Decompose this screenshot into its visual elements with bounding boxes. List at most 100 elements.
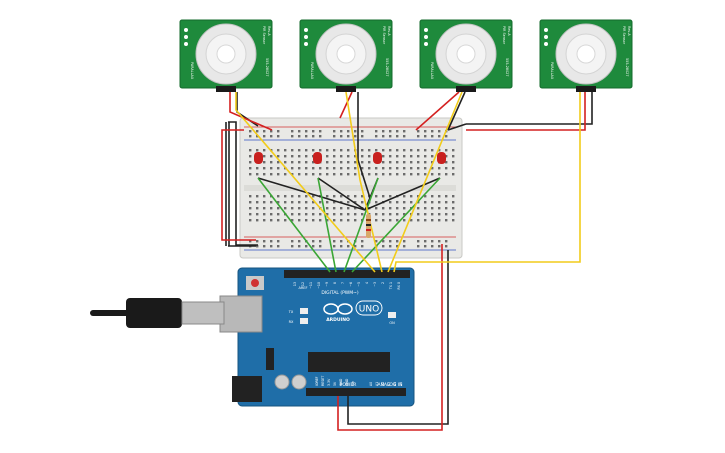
- breadboard-hole: [270, 207, 273, 210]
- wire-black-sensor4-gnd: [466, 92, 593, 125]
- rail-hole: [298, 240, 301, 243]
- pir-mount-hole: [184, 42, 188, 46]
- breadboard-hole: [417, 207, 420, 210]
- breadboard-hole: [249, 161, 252, 164]
- breadboard-hole: [347, 195, 350, 198]
- rail-hole: [417, 240, 420, 243]
- breadboard-hole: [445, 213, 448, 216]
- breadboard-hole: [445, 219, 448, 222]
- breadboard-hole: [445, 173, 448, 176]
- breadboard-hole: [263, 149, 266, 152]
- breadboard-hole: [291, 149, 294, 152]
- breadboard-hole: [326, 149, 329, 152]
- breadboard-hole: [431, 213, 434, 216]
- rail-hole: [431, 240, 434, 243]
- breadboard-hole: [256, 213, 259, 216]
- wire-yellow-sensor4: [393, 92, 581, 273]
- rail-hole: [340, 245, 343, 248]
- led-tx: [300, 308, 308, 314]
- breadboard-hole: [305, 219, 308, 222]
- rail-hole: [312, 245, 315, 248]
- breadboard-hole: [424, 173, 427, 176]
- digital-pin-label: ~11: [309, 282, 313, 289]
- breadboard-hole: [375, 149, 378, 152]
- rail-hole: [424, 245, 427, 248]
- breadboard-hole: [256, 207, 259, 210]
- rail-hole: [340, 130, 343, 133]
- led-4[interactable]: [437, 152, 446, 164]
- breadboard-hole: [438, 201, 441, 204]
- breadboard-hole: [347, 207, 350, 210]
- resistor[interactable]: [366, 214, 371, 238]
- rail-hole: [277, 130, 280, 133]
- arduino-brand: ARDUINO: [326, 317, 350, 323]
- breadboard-hole: [424, 207, 427, 210]
- rail-hole: [347, 245, 350, 248]
- breadboard-hole: [382, 161, 385, 164]
- breadboard-hole: [431, 149, 434, 152]
- usb-plug-metal: [181, 301, 225, 325]
- breadboard-hole: [452, 161, 455, 164]
- digital-label: DIGITAL (PWM~): [321, 290, 359, 296]
- analog-label: ANALOG IN: [377, 382, 402, 388]
- capacitor-1: [274, 374, 290, 390]
- led-3[interactable]: [373, 152, 382, 164]
- breadboard-hole: [354, 201, 357, 204]
- breadboard-hole: [298, 167, 301, 170]
- breadboard-hole: [326, 155, 329, 158]
- digital-pin-label: ~3: [373, 282, 377, 287]
- led-on: [388, 312, 396, 318]
- breadboard-hole: [277, 173, 280, 176]
- rail-hole: [277, 135, 280, 138]
- breadboard-hole: [354, 161, 357, 164]
- power-pin-label: Vin: [351, 381, 355, 386]
- breadboard-hole: [298, 161, 301, 164]
- breadboard-hole: [298, 173, 301, 176]
- breadboard[interactable]: [239, 117, 463, 259]
- rail-hole: [298, 130, 301, 133]
- pir-side-label: PIR Sensor: [622, 26, 626, 45]
- breadboard-hole: [249, 155, 252, 158]
- rail-hole: [270, 240, 273, 243]
- breadboard-hole: [319, 219, 322, 222]
- breadboard-hole: [305, 173, 308, 176]
- rail-hole: [354, 135, 357, 138]
- rail-hole: [347, 130, 350, 133]
- breadboard-hole: [368, 149, 371, 152]
- breadboard-hole: [410, 161, 413, 164]
- breadboard-hole: [354, 167, 357, 170]
- breadboard-hole: [368, 161, 371, 164]
- breadboard-hole: [270, 155, 273, 158]
- analog-pin-label: A4: [393, 382, 397, 386]
- rail-hole: [291, 130, 294, 133]
- breadboard-hole: [354, 219, 357, 222]
- arduino-uno[interactable]: UNO ARDUINO DIGITAL (PWM~) POWER ANALOG …: [219, 267, 415, 407]
- pir-header: [456, 86, 476, 92]
- rail-hole: [305, 135, 308, 138]
- breadboard-hole: [347, 201, 350, 204]
- led-1[interactable]: [254, 152, 263, 164]
- breadboard-hole: [340, 167, 343, 170]
- rail-hole: [361, 130, 364, 133]
- wire-green-led4: [351, 177, 441, 273]
- breadboard-hole: [284, 195, 287, 198]
- breadboard-hole: [396, 201, 399, 204]
- digital-pin-label: 4: [365, 282, 369, 284]
- usb-plug: [126, 298, 182, 328]
- led-2[interactable]: [313, 152, 322, 164]
- rail-hole: [417, 245, 420, 248]
- pir-lens-center: [336, 44, 356, 64]
- breadboard-hole: [270, 173, 273, 176]
- rail-hole: [424, 135, 427, 138]
- breadboard-hole: [382, 207, 385, 210]
- breadboard-hole: [438, 219, 441, 222]
- breadboard-hole: [452, 219, 455, 222]
- breadboard-hole: [256, 167, 259, 170]
- reset-button[interactable]: [251, 279, 259, 287]
- breadboard-hole: [305, 161, 308, 164]
